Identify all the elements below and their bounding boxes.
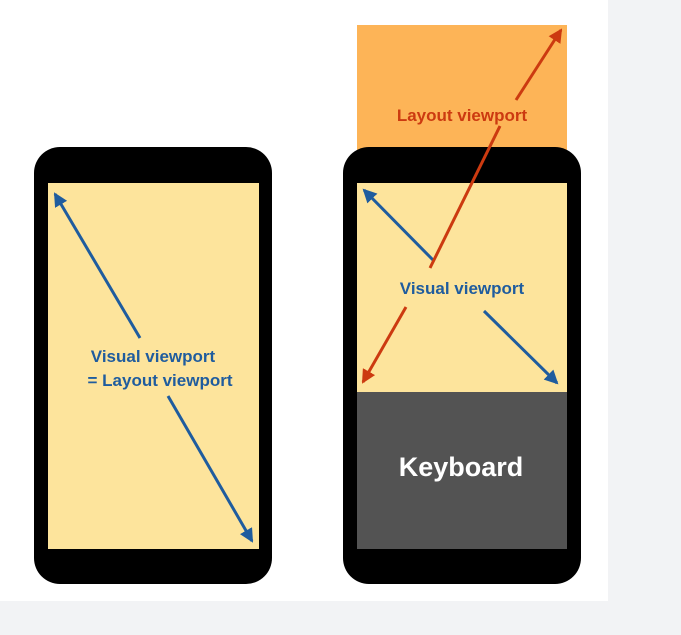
- right-visual-arrow-lower: [482, 309, 559, 385]
- layout-arrow-middle: [428, 125, 502, 269]
- layout-arrow-lower: [361, 306, 408, 384]
- right-phone: Keyboard Visual viewport Layout viewport: [343, 25, 581, 584]
- left-visual-arrow-upper: [53, 192, 142, 339]
- left-label-line2: = Layout viewport: [88, 371, 233, 390]
- left-visual-arrow-lower: [166, 395, 254, 543]
- keyboard-area: [357, 392, 567, 549]
- keyboard-label: Keyboard: [399, 452, 524, 482]
- layout-arrow-upper: [514, 28, 563, 101]
- layout-viewport-area: [357, 25, 567, 155]
- left-phone: Visual viewport = Layout viewport: [34, 147, 272, 584]
- left-label-line1: Visual viewport: [91, 347, 216, 366]
- layout-viewport-label: Layout viewport: [397, 106, 528, 125]
- right-visual-arrow-upper: [362, 188, 435, 262]
- diagram-canvas: Visual viewport = Layout viewport Keyboa…: [0, 0, 608, 601]
- visual-viewport-label: Visual viewport: [400, 279, 525, 298]
